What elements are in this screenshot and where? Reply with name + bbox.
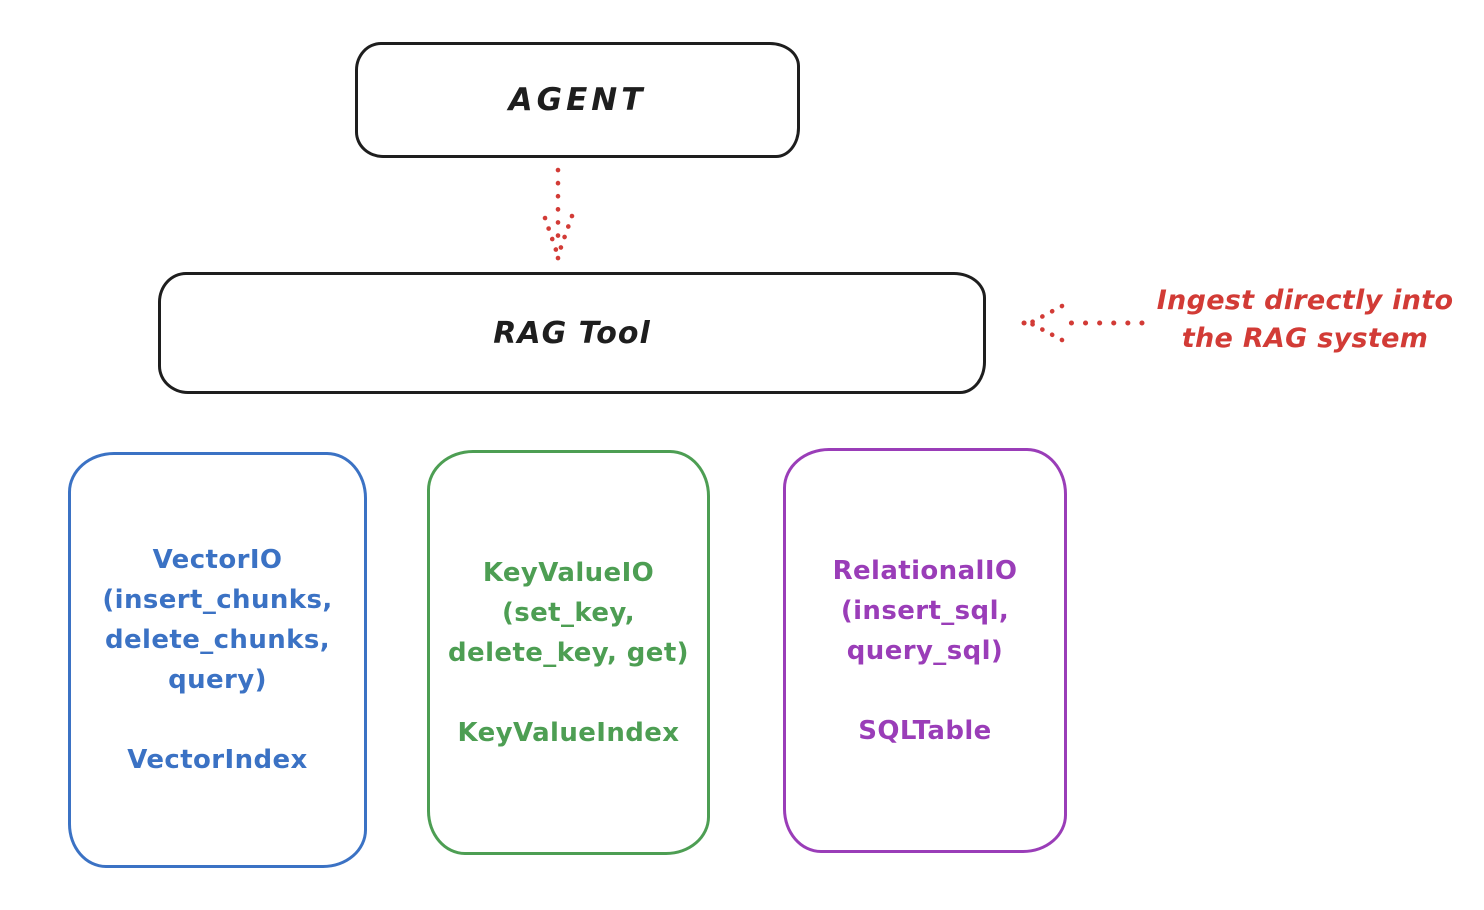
agent-node: AGENT [355,42,800,158]
arrowhead-lower-wing [1029,321,1065,343]
io-methods-line: (insert_sql, [840,595,1010,626]
io-methods-line: query) [168,665,267,695]
io-methods-line: delete_key, get) [448,637,689,668]
ingest-annotation: Ingest directly into the RAG system [1140,282,1470,358]
io-methods-line: (set_key, [501,597,636,628]
key-value-io-text: KeyValueIO (set_key, delete_key, get) Ke… [448,553,689,753]
relational-io-node: RelationalIO (insert_sql, query_sql) SQL… [783,448,1067,853]
blank-line [102,700,332,740]
blank-line [448,673,689,713]
key-value-io-node: KeyValueIO (set_key, delete_key, get) Ke… [427,450,710,855]
agent-to-ragtool-arrow [542,167,575,261]
io-class-line: VectorIO [152,545,283,575]
blank-line [833,671,1018,711]
index-label: VectorIndex [127,745,308,775]
arrowhead-right-wing [557,213,575,253]
io-methods-line: query_sql) [846,635,1004,666]
annotation-line-2: the RAG system [1181,323,1429,354]
annotation-line-1: Ingest directly into [1156,285,1454,316]
rag-tool-node: RAG Tool [158,272,986,394]
index-label: SQLTable [858,715,992,746]
relational-io-text: RelationalIO (insert_sql, query_sql) SQL… [833,551,1018,751]
vector-io-text: VectorIO (insert_chunks, delete_chunks, … [102,540,332,780]
index-label: KeyValueIndex [457,717,680,748]
io-methods-line: (insert_chunks, [102,585,333,615]
arrowhead-upper-wing [1029,303,1065,325]
ingest-into-ragtool-arrow [1021,303,1145,343]
vector-io-node: VectorIO (insert_chunks, delete_chunks, … [68,452,367,868]
io-methods-line: delete_chunks, [104,625,331,655]
arrowhead-left-wing [542,215,559,253]
io-class-line: KeyValueIO [482,557,655,588]
agent-label: AGENT [508,82,647,118]
rag-tool-label: RAG Tool [493,315,651,351]
io-class-line: RelationalIO [832,555,1018,586]
